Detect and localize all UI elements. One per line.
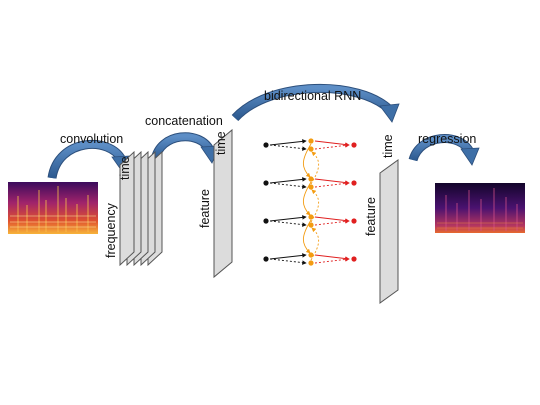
rnn-forward-hidden-node xyxy=(308,138,314,144)
rnn-input-node xyxy=(263,180,269,186)
rnn-input-node xyxy=(263,218,269,224)
output-time-axis-label: time xyxy=(381,134,395,158)
rnn-forward-hidden-node xyxy=(308,252,314,258)
convolution-label: convolution xyxy=(60,132,123,146)
rnn-backward-hidden-node xyxy=(308,222,314,228)
hidden-to-output-forward xyxy=(314,254,350,261)
concatenated-feature-slab xyxy=(213,128,233,279)
input-to-hidden-backward xyxy=(269,220,307,227)
input-to-hidden-backward xyxy=(269,182,307,189)
rnn-backward-hidden-node xyxy=(308,260,314,266)
concat-feature-axis-label: feature xyxy=(198,189,212,228)
rnn-output-node xyxy=(351,256,357,262)
rnn-output-node xyxy=(351,218,357,224)
output-feature-axis-label: feature xyxy=(364,197,378,236)
hidden-to-output-forward xyxy=(314,140,350,147)
output-feature-slab xyxy=(379,159,399,304)
rnn-input-node xyxy=(263,142,269,148)
output-spectrogram xyxy=(435,183,525,233)
hidden-to-output-forward xyxy=(314,216,350,223)
rnn-output-node xyxy=(351,180,357,186)
hidden-to-output-forward xyxy=(314,178,350,185)
regression-label: regression xyxy=(418,132,476,146)
rnn-input-node xyxy=(263,256,269,262)
conv-feature-maps xyxy=(119,150,163,267)
hidden-to-output-backward xyxy=(314,219,350,226)
rnn-output-node xyxy=(351,142,357,148)
rnn-backward-hidden-node xyxy=(308,184,314,190)
frequency-axis-label: frequency xyxy=(104,202,118,258)
bidirectional-rnn-label: bidirectional RNN xyxy=(264,89,361,103)
concatenation-arrow xyxy=(150,132,220,164)
input-to-hidden-forward xyxy=(269,253,307,260)
input-to-hidden-backward xyxy=(269,258,307,265)
hidden-to-output-backward xyxy=(314,143,350,150)
concat-time-axis-label: time xyxy=(214,131,228,155)
input-spectrogram xyxy=(8,182,98,234)
input-to-hidden-backward xyxy=(269,144,307,151)
input-to-hidden-forward xyxy=(269,215,307,222)
bidirectional-rnn-arrow xyxy=(231,84,400,123)
hidden-to-output-backward xyxy=(314,257,350,264)
bidirectional-rnn-nodes xyxy=(263,138,357,266)
hidden-to-output-backward xyxy=(314,181,350,188)
input-to-hidden-forward xyxy=(269,139,307,146)
input-to-hidden-forward xyxy=(269,177,307,184)
concatenation-label: concatenation xyxy=(145,114,223,128)
rnn-backward-hidden-node xyxy=(308,146,314,152)
time-axis-label: time xyxy=(118,156,132,180)
rnn-forward-hidden-node xyxy=(308,176,314,182)
rnn-forward-hidden-node xyxy=(308,214,314,220)
regression-arrow xyxy=(408,134,480,166)
